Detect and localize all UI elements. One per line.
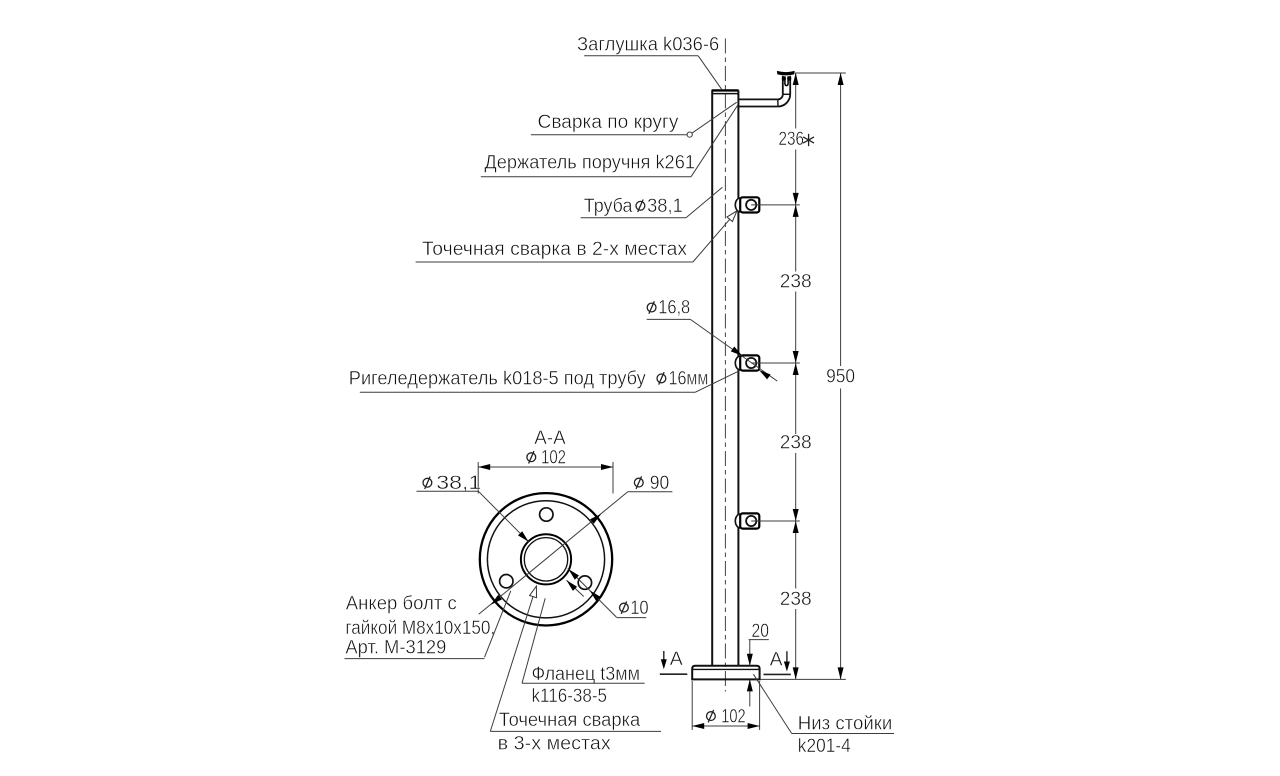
svg-text:102: 102 <box>721 705 746 727</box>
svg-text:16,8: 16,8 <box>658 297 690 319</box>
svg-text:Анкер болт с: Анкер болт с <box>346 592 457 614</box>
svg-text:236: 236 <box>779 128 805 150</box>
svg-text:k201-4: k201-4 <box>798 735 851 757</box>
svg-text:238: 238 <box>780 270 812 292</box>
svg-text:38,1: 38,1 <box>647 195 683 217</box>
svg-text:Сварка по кругу: Сварка по кругу <box>538 111 679 133</box>
svg-text:20: 20 <box>752 620 770 642</box>
svg-text:10: 10 <box>630 597 649 619</box>
svg-text:A: A <box>770 648 783 670</box>
svg-text:Арт. М-3129: Арт. М-3129 <box>345 636 446 658</box>
svg-text:гайкой М8х10х150,: гайкой М8х10х150, <box>345 617 495 639</box>
svg-text:38,1: 38,1 <box>436 472 481 494</box>
svg-text:A: A <box>670 648 683 670</box>
svg-text:16мм: 16мм <box>669 367 709 389</box>
svg-text:Труба: Труба <box>584 195 633 217</box>
svg-text:Фланец t3мм: Фланец t3мм <box>532 663 641 685</box>
svg-text:А-А: А-А <box>534 427 565 449</box>
svg-text:238: 238 <box>780 588 812 610</box>
svg-text:в 3-х местах: в 3-х местах <box>498 732 611 754</box>
svg-text:238: 238 <box>780 432 812 454</box>
svg-text:Точечная сварка: Точечная сварка <box>499 709 641 731</box>
svg-text:950: 950 <box>826 366 855 388</box>
svg-text:Заглушка k036-6: Заглушка k036-6 <box>577 34 719 56</box>
svg-text:k116-38-5: k116-38-5 <box>532 685 608 707</box>
svg-text:90: 90 <box>650 472 670 494</box>
svg-text:Ригеледержатель k018-5 под тру: Ригеледержатель k018-5 под трубу <box>349 367 646 389</box>
svg-text:Держатель поручня k261: Держатель поручня k261 <box>484 152 695 174</box>
svg-text:Низ стойки: Низ стойки <box>798 712 893 734</box>
svg-text:102: 102 <box>541 446 566 468</box>
svg-text:Точечная сварка в 2-х местах: Точечная сварка в 2-х местах <box>422 238 687 260</box>
